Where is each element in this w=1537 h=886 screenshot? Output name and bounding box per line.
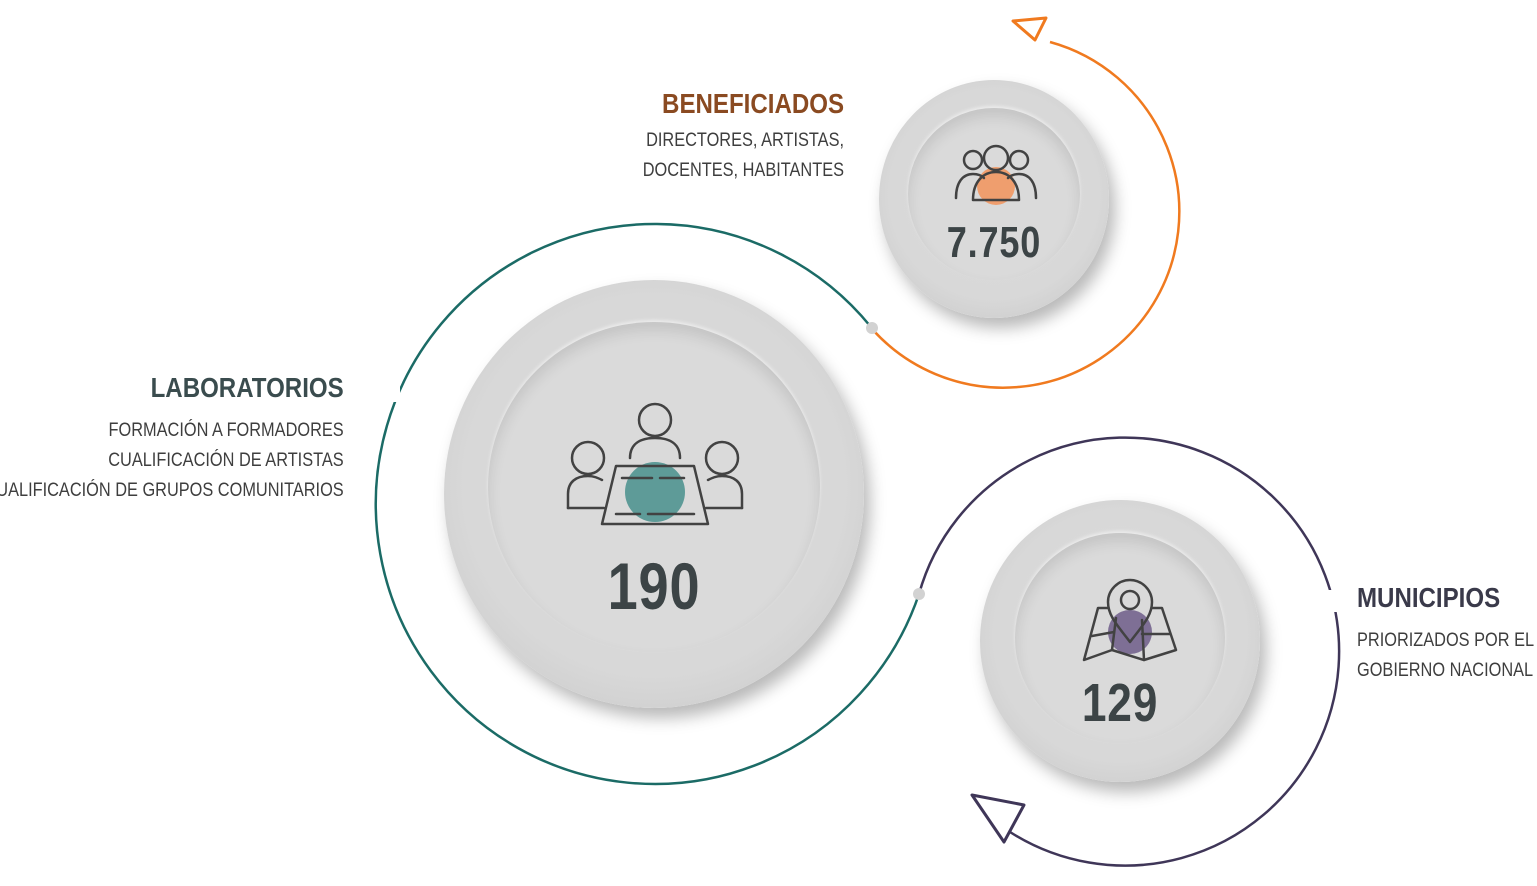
laboratorios-label: LABORATORIOS FORMACIÓN A FORMADORES CUAL… — [0, 372, 344, 506]
laboratorios-title: LABORATORIOS — [150, 372, 344, 403]
beneficiados-arrowhead — [1011, 16, 1048, 42]
beneficiados-line-1: DIRECTORES, ARTISTAS, — [646, 130, 844, 151]
municipios-arc — [917, 436, 1341, 867]
municipios-arrowhead — [970, 793, 1026, 844]
municipios-line-2: GOBIERNO NACIONAL — [1357, 660, 1534, 681]
municipios-disc: 129 — [980, 500, 1260, 782]
laboratorios-line-2: CUALIFICACIÓN DE ARTISTAS — [108, 450, 344, 471]
beneficiados-arc — [872, 40, 1181, 389]
beneficiados-disc: 7.750 — [879, 80, 1109, 318]
municipios-value: 129 — [1081, 673, 1159, 733]
people-group-icon — [951, 142, 1041, 208]
municipios-label: MUNICIPIOS PRIORIZADOS POR EL GOBIERNO N… — [1357, 582, 1537, 686]
junction-dot-top — [866, 322, 878, 334]
laboratorios-disc: 190 — [444, 280, 864, 708]
laboratorios-ring — [374, 222, 921, 786]
laboratorios-value: 190 — [607, 549, 701, 623]
municipios-title: MUNICIPIOS — [1357, 582, 1501, 613]
beneficiados-label: BENEFICIADOS DIRECTORES, ARTISTAS, DOCEN… — [610, 88, 844, 186]
beneficiados-value: 7.750 — [946, 218, 1042, 267]
laboratorios-line-3: CUALIFICACIÓN DE GRUPOS COMUNITARIOS — [0, 480, 344, 501]
beneficiados-title: BENEFICIADOS — [662, 88, 844, 119]
laboratorios-line-1: FORMACIÓN A FORMADORES — [108, 420, 344, 441]
junction-dot-bottom — [913, 588, 925, 600]
municipios-line-1: PRIORIZADOS POR EL — [1357, 630, 1535, 651]
meeting-table-icon — [564, 398, 744, 528]
map-pin-icon — [1080, 578, 1180, 664]
beneficiados-line-2: DOCENTES, HABITANTES — [642, 160, 844, 181]
